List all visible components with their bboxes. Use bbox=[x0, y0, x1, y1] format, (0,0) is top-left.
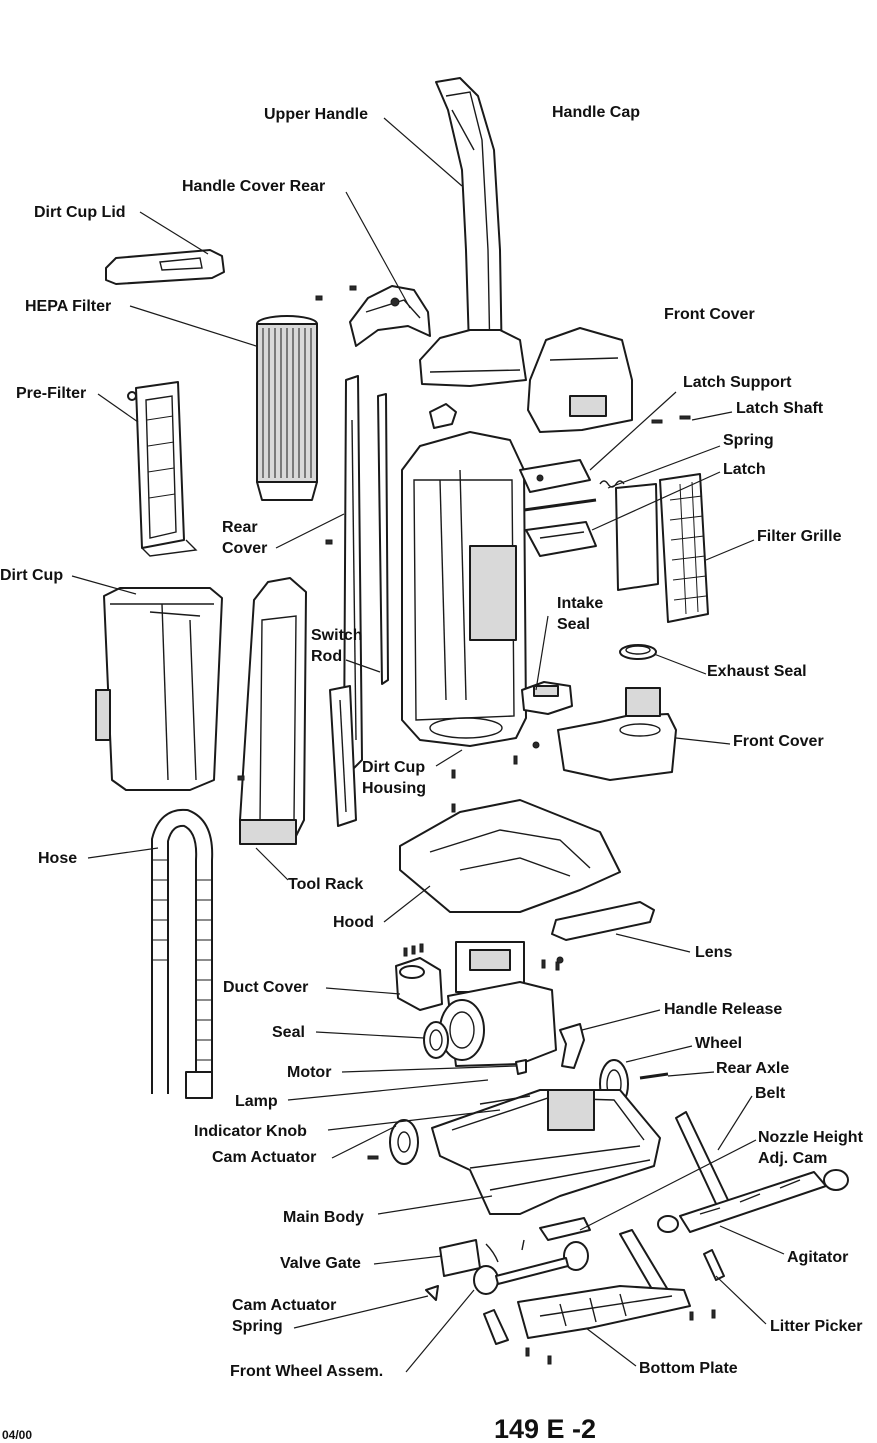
label-valve-gate: Valve Gate bbox=[280, 1255, 361, 1272]
label-upper-handle: Upper Handle bbox=[264, 106, 369, 123]
front-cover-top-part bbox=[527, 327, 633, 433]
label-switch-rod: Switch Rod bbox=[311, 627, 363, 665]
pre-filter-part bbox=[127, 381, 198, 557]
label-latch: Latch bbox=[723, 461, 766, 478]
label-latch-support: Latch Support bbox=[683, 374, 792, 391]
label-handle-release: Handle Release bbox=[664, 1001, 783, 1018]
leader-lines bbox=[71, 117, 785, 1373]
label-lens: Lens bbox=[695, 944, 733, 961]
label-pre-filter: Pre-Filter bbox=[16, 385, 87, 402]
label-cam-actuator-spring: Cam Actuator Spring bbox=[232, 1297, 337, 1335]
label-front-wheel-assem: Front Wheel Assem. bbox=[230, 1363, 384, 1380]
label-agitator: Agitator bbox=[787, 1249, 849, 1266]
handle-cover-rear-part bbox=[349, 285, 431, 347]
hose-part bbox=[151, 808, 214, 1099]
label-latch-shaft: Latch Shaft bbox=[736, 400, 824, 417]
label-filter-grille: Filter Grille bbox=[757, 528, 842, 545]
latch-support-part bbox=[519, 459, 591, 493]
footer-page-code: 149 E -2 bbox=[494, 1414, 597, 1443]
hood-part bbox=[399, 799, 621, 913]
label-tool-rack: Tool Rack bbox=[288, 876, 364, 893]
latch-part bbox=[525, 521, 597, 557]
filter-grille-part bbox=[615, 473, 709, 623]
motor-assembly-part bbox=[439, 941, 557, 1067]
nozzle-height-cam-part bbox=[539, 1217, 591, 1241]
label-hepa-filter: HEPA Filter bbox=[25, 298, 112, 315]
label-rear-axle: Rear Axle bbox=[716, 1060, 790, 1077]
label-seal: Seal bbox=[272, 1024, 305, 1041]
label-nozzle-height-adj-cam: Nozzle Height Adj. Cam bbox=[758, 1129, 863, 1167]
label-motor: Motor bbox=[287, 1064, 332, 1081]
label-dirt-cup: Dirt Cup bbox=[0, 567, 64, 584]
tool-rack-part bbox=[239, 577, 307, 845]
label-handle-cover-rear: Handle Cover Rear bbox=[182, 178, 326, 195]
label-exhaust-seal: Exhaust Seal bbox=[707, 663, 807, 680]
label-front-cover-top: Front Cover bbox=[664, 306, 755, 323]
lamp-part bbox=[515, 1059, 527, 1075]
agitator-part bbox=[657, 1169, 849, 1233]
label-hose: Hose bbox=[38, 850, 78, 867]
label-litter-picker: Litter Picker bbox=[770, 1318, 863, 1335]
seal-part bbox=[423, 1021, 449, 1059]
label-hood: Hood bbox=[333, 914, 374, 931]
dirt-cup-lid-part bbox=[105, 249, 225, 285]
label-handle-cap: Handle Cap bbox=[552, 104, 641, 121]
switch-piece-part bbox=[329, 685, 357, 827]
label-dirt-cup-lid: Dirt Cup Lid bbox=[34, 204, 126, 221]
hepa-filter-part bbox=[256, 315, 318, 501]
label-lamp: Lamp bbox=[235, 1093, 278, 1110]
cam-actuator-spring-part bbox=[425, 1285, 439, 1301]
belt-part bbox=[675, 1111, 729, 1209]
label-duct-cover: Duct Cover bbox=[223, 979, 309, 996]
dirt-cup-housing-part bbox=[401, 431, 527, 747]
label-rear-cover: Rear Cover bbox=[222, 519, 268, 557]
label-indicator-knob: Indicator Knob bbox=[194, 1123, 307, 1140]
label-main-body: Main Body bbox=[283, 1209, 364, 1226]
screws bbox=[237, 285, 716, 1365]
label-cam-actuator: Cam Actuator bbox=[212, 1149, 317, 1166]
litter-picker-part bbox=[619, 1229, 725, 1297]
label-intake-seal: Intake Seal bbox=[557, 595, 604, 633]
small-latch-part bbox=[429, 403, 457, 429]
handle-release-part bbox=[559, 1023, 585, 1069]
dirt-cup-part bbox=[95, 587, 223, 791]
duct-cover-part bbox=[395, 957, 443, 1011]
switch-rod-part bbox=[377, 393, 389, 685]
label-front-cover-bottom: Front Cover bbox=[733, 733, 824, 750]
label-belt: Belt bbox=[755, 1085, 786, 1102]
exhaust-seal-part bbox=[619, 644, 657, 660]
bottom-plate-part bbox=[483, 1285, 691, 1345]
front-cover-bottom-part bbox=[557, 687, 677, 781]
main-body-part bbox=[389, 1089, 661, 1215]
footer-date: 04/00 bbox=[2, 1428, 33, 1442]
lens-part bbox=[551, 901, 655, 941]
label-dirt-cup-housing: Dirt Cup Housing bbox=[362, 759, 426, 797]
rear-axle-part bbox=[639, 1072, 669, 1080]
label-wheel: Wheel bbox=[695, 1035, 743, 1052]
latch-shaft-part bbox=[523, 498, 597, 512]
handle-base-part bbox=[419, 329, 527, 387]
label-bottom-plate: Bottom Plate bbox=[639, 1360, 738, 1377]
label-spring: Spring bbox=[723, 432, 774, 449]
front-wheel-assem-part bbox=[473, 1239, 589, 1295]
intake-seal-part bbox=[521, 681, 573, 715]
